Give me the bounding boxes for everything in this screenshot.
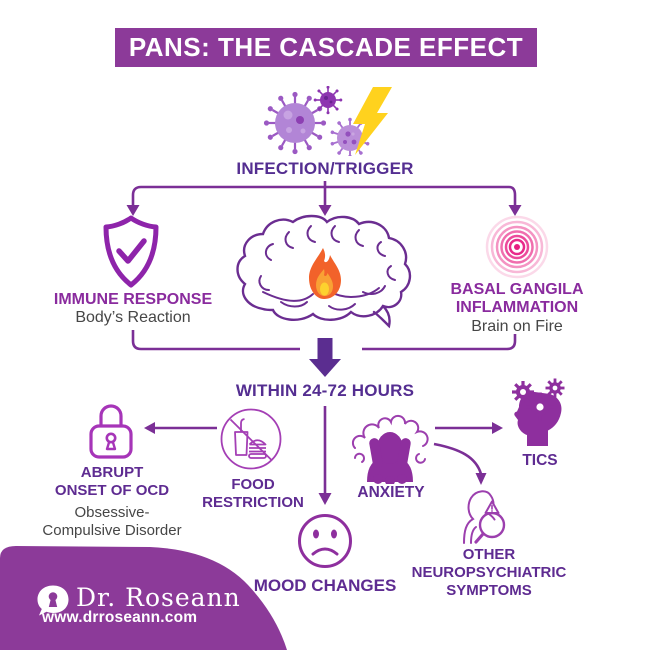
ocd-subtitle-line2: Compulsive Disorder <box>42 522 182 539</box>
immune-response-title: IMMUNE RESPONSE <box>53 291 213 308</box>
immune-response-block: IMMUNE RESPONSE Body’s Reaction <box>33 291 233 328</box>
gear-icon <box>545 378 565 398</box>
food-restriction-block: FOOD RESTRICTION <box>183 476 323 512</box>
other-title-line3: SYMPTOMS <box>446 582 532 599</box>
burger-icon <box>248 439 267 459</box>
anxiety-to-tics-arrow <box>435 422 503 434</box>
anxiety-to-other-arrow <box>433 442 487 485</box>
thick-down-arrow-icon <box>309 338 341 377</box>
shield-check-icon <box>103 215 159 288</box>
center-down-arrow <box>318 406 332 505</box>
ocd-subtitle-line1: Obsessive- <box>74 504 150 521</box>
anxious-person-icon <box>351 414 429 484</box>
large-virus-icon <box>263 91 327 155</box>
ocd-block: ABRUPT ONSET OF OCD Obsessive- Compulsiv… <box>20 464 204 540</box>
other-title-line2: NEUROPSYCHIATRIC <box>411 564 567 581</box>
immune-response-subtitle: Body’s Reaction <box>75 309 191 327</box>
speech-bubble-keyhole-icon <box>37 585 69 616</box>
small-virus-icon <box>313 86 343 115</box>
person-magnifier-icon <box>463 490 506 544</box>
basal-ganglia-title-line1: BASAL GANGILA <box>450 281 584 298</box>
tics-label: TICS <box>522 452 558 469</box>
brand-name: Dr. Roseann <box>76 583 241 612</box>
brain-on-fire-icon <box>236 214 412 329</box>
within-hours-label: WITHIN 24-72 HOURS <box>235 381 415 400</box>
ocd-title-line2: ONSET OF OCD <box>54 482 170 499</box>
footer-wave-background <box>0 546 287 650</box>
anxiety-label: ANXIETY <box>357 484 425 501</box>
food-restriction-title-line1: FOOD <box>231 476 275 493</box>
other-title-line1: OTHER <box>462 546 516 563</box>
check-mark-icon <box>116 238 147 264</box>
page-title: PANS: THE CASCADE EFFECT <box>128 32 524 62</box>
food-to-ocd-arrow <box>144 422 217 434</box>
basal-ganglia-subtitle: Brain on Fire <box>471 317 563 335</box>
gear-icon <box>512 381 534 403</box>
header-banner: PANS: THE CASCADE EFFECT <box>115 28 537 67</box>
gear-icon <box>525 392 555 422</box>
sad-face-icon <box>298 514 352 568</box>
lightning-bolt-icon <box>353 87 392 155</box>
mood-changes-label: MOOD CHANGES <box>253 576 397 595</box>
basal-ganglia-block: BASAL GANGILA INFLAMMATION Brain on Fire <box>417 281 617 336</box>
other-symptoms-block: OTHER NEUROPSYCHIATRIC SYMPTOMS <box>407 546 571 600</box>
converge-connector <box>131 330 517 377</box>
keyhole-icon <box>105 432 117 444</box>
infection-trigger-label: INFECTION/TRIGGER <box>236 159 414 178</box>
basal-ganglia-title-line2: INFLAMMATION <box>455 299 579 317</box>
food-restriction-title-line2: RESTRICTION <box>202 494 304 511</box>
radiating-circles-icon <box>485 215 549 279</box>
padlock-icon <box>89 404 133 459</box>
head-gears-icon <box>512 378 565 446</box>
virus-cluster-icon <box>263 86 392 156</box>
ocd-title-line1: ABRUPT <box>80 464 144 481</box>
trigger-branch-connector <box>126 181 522 216</box>
flame-icon <box>309 248 341 299</box>
website-url: www.drroseann.com <box>42 609 198 626</box>
slash-icon <box>229 418 273 462</box>
no-food-icon <box>220 408 282 470</box>
